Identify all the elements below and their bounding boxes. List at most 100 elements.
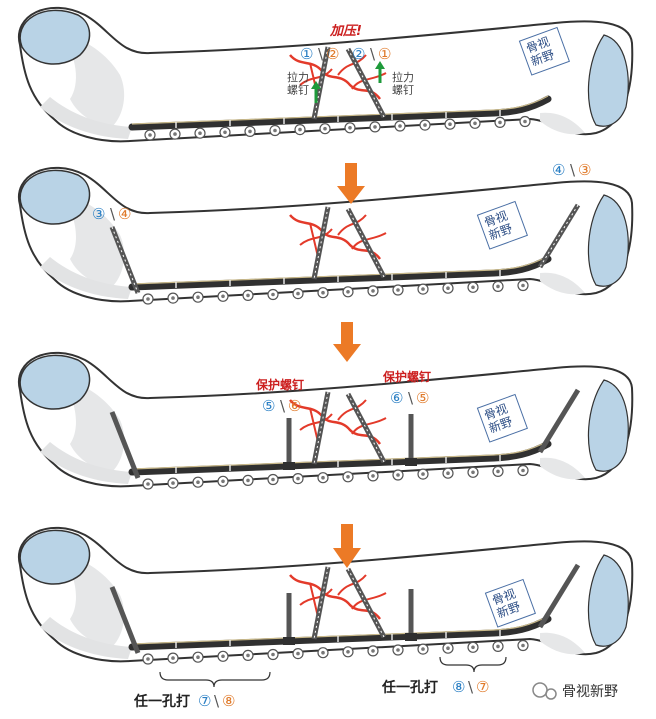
proximal-b: ④ [118, 205, 131, 223]
plate-hole [167, 477, 179, 489]
plate-hole [467, 281, 479, 293]
panel-2: ③ \ ④ ④ \ ③ 骨视新野 [19, 161, 632, 304]
slash: \ [110, 205, 116, 223]
svg-text:⑦: ⑦ [198, 692, 211, 710]
distal-b: ③ [578, 161, 591, 179]
right-pair-b: ⑤ [416, 389, 429, 407]
svg-text:任一孔打: 任一孔打 [133, 693, 190, 710]
plate-hole [167, 292, 179, 304]
left-pair-a: ⑤ [262, 397, 275, 415]
green-arrow-left [311, 81, 321, 103]
pair-right-b: ① [378, 45, 391, 63]
wechat-icon [532, 682, 548, 698]
plate-hole [417, 468, 429, 480]
right-pair-a: ⑥ [390, 389, 403, 407]
plate-hole [194, 127, 206, 139]
plate-hole [344, 122, 356, 134]
lag-screw-label-right: 拉力螺钉 [392, 70, 414, 97]
pair-left-b: ② [326, 45, 339, 63]
bracket-right [439, 656, 507, 673]
plate-hole [417, 643, 429, 655]
plate-hole [442, 282, 454, 294]
plate-hole [267, 288, 279, 301]
plate-hole [144, 129, 156, 141]
plate-hole [367, 285, 379, 297]
svg-text:⑧: ⑧ [452, 678, 465, 696]
plate-hole [492, 280, 504, 292]
plate-hole [192, 651, 204, 663]
any-hole-left: 任一孔打 ⑦ \ ⑧ [133, 692, 235, 710]
plate-hole [394, 120, 406, 132]
plate-hole [217, 290, 229, 302]
plate-hole [192, 476, 204, 488]
plate-hole [292, 473, 304, 485]
plate-hole [142, 293, 154, 305]
down-arrow-2 [333, 322, 361, 362]
plate-hole [417, 283, 429, 295]
pair-left-a: ① [300, 45, 313, 63]
down-arrow-3 [333, 524, 361, 568]
plate-hole [367, 470, 379, 482]
plate-hole [467, 466, 479, 478]
plate-hole [392, 469, 404, 481]
plate-hole [342, 646, 354, 658]
plate-hole [494, 116, 506, 129]
plate-hole [192, 291, 204, 303]
svg-text:⑦: ⑦ [476, 678, 489, 696]
footer-brand: 骨视新野 [532, 682, 618, 700]
plate-hole [317, 647, 329, 659]
plate-hole [217, 475, 229, 487]
slash: \ [570, 161, 576, 179]
brand-text: 骨视新野 [562, 684, 618, 700]
plate-hole [267, 473, 279, 486]
plate-hole [442, 467, 454, 479]
svg-text:\: \ [468, 678, 474, 696]
protect-right-title: 保护螺钉 [382, 369, 431, 384]
plate-hole [242, 474, 254, 486]
slash: \ [370, 45, 376, 63]
plate-hole [519, 115, 531, 128]
plate-hole [167, 652, 179, 664]
svg-text:⑧: ⑧ [222, 692, 235, 710]
proximal-a: ③ [92, 205, 105, 223]
plate-hole [294, 123, 306, 136]
plate-hole [219, 126, 231, 138]
pair-right-a: ② [352, 45, 365, 63]
panel-4: 任一孔打 ⑦ \ ⑧ 任一孔打 ⑧ \ ⑦ 骨视新野 [19, 528, 632, 710]
distal-a: ④ [552, 161, 565, 179]
slash: \ [318, 45, 324, 63]
plate-hole [392, 284, 404, 296]
panel-1: 加压! ① \ ② ② \ ① 拉力螺钉 拉力螺钉 骨视新野 [19, 8, 632, 141]
plate-hole [419, 119, 431, 131]
svg-text:任一孔打: 任一孔打 [381, 679, 438, 696]
plate-hole [292, 647, 304, 660]
plate-hole [492, 640, 504, 653]
lag-screw-label-left: 拉力螺钉 [287, 70, 309, 97]
panel-3: 保护螺钉 保护螺钉 ⑤ \ ⑥ ⑥ \ ⑤ 骨视新野 [19, 353, 632, 489]
plate-hole [342, 286, 354, 298]
plate-hole [269, 124, 281, 137]
plate-hole [342, 471, 354, 483]
protect-left-title: 保护螺钉 [255, 377, 304, 392]
plate-hole [317, 472, 329, 484]
plate-hole [142, 478, 154, 490]
plate-hole [492, 465, 504, 477]
plate-hole [267, 648, 279, 661]
any-hole-right: 任一孔打 ⑧ \ ⑦ [381, 678, 489, 696]
plate-hole [444, 118, 456, 130]
plate-hole [142, 653, 154, 665]
plate-hole [517, 639, 529, 652]
plate-hole [242, 649, 254, 662]
down-arrow-1 [337, 163, 365, 204]
green-arrow-right [375, 61, 385, 83]
plate-hole [517, 464, 529, 477]
plate-hole [319, 123, 331, 135]
left-pair-b: ⑥ [288, 397, 301, 415]
plate-hole [469, 117, 481, 129]
plate-hole [244, 125, 256, 137]
plate-hole [517, 279, 529, 292]
plate-hole [369, 121, 381, 133]
compress-label: 加压! [329, 23, 362, 39]
bracket-left [159, 671, 271, 688]
